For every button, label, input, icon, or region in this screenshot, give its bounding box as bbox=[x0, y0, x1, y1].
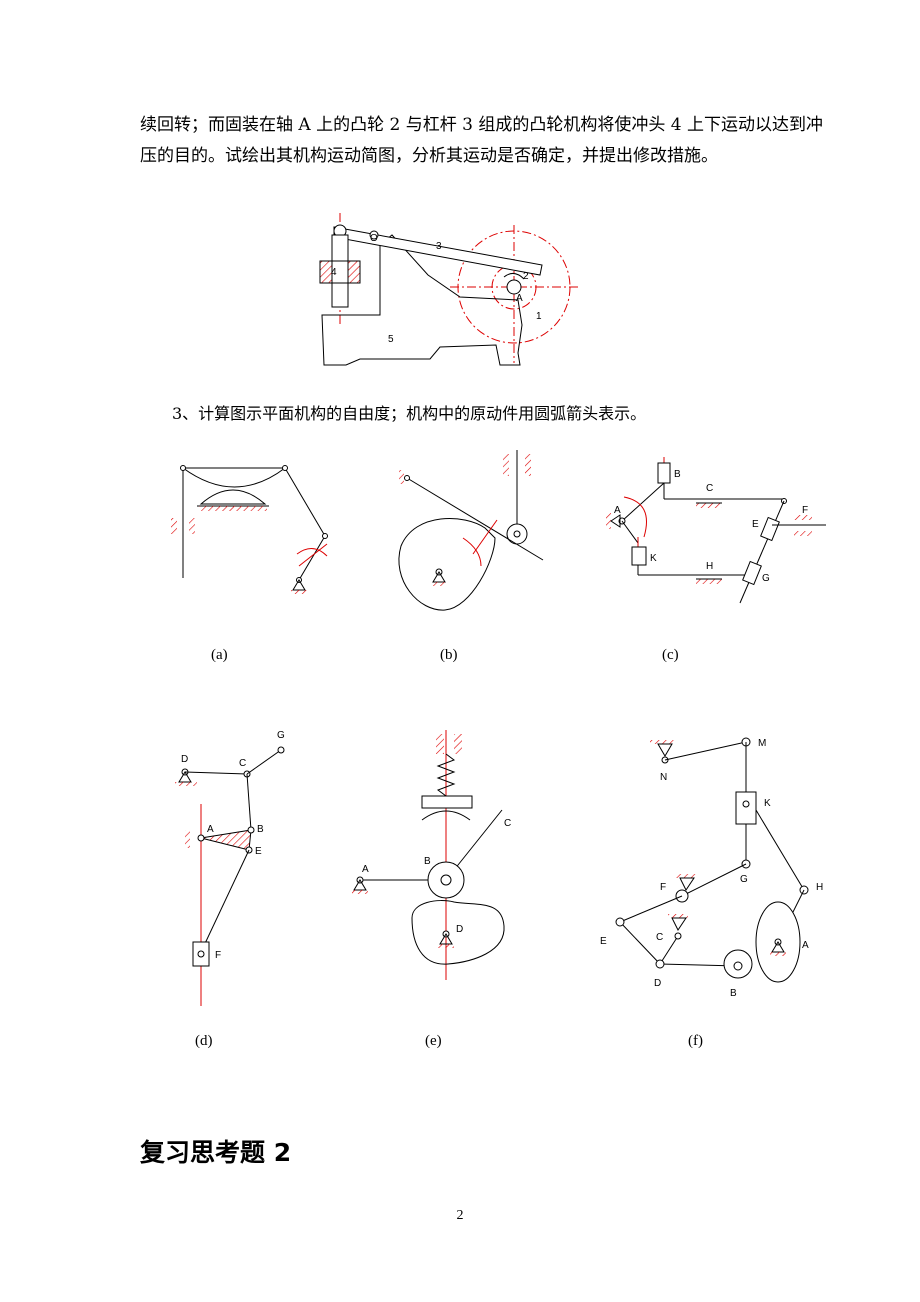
press-label-a: A bbox=[516, 293, 523, 304]
d-label-e: E bbox=[255, 846, 262, 857]
c-label-e: E bbox=[752, 519, 759, 530]
page-number: 2 bbox=[456, 1208, 464, 1223]
intro-line-2: 压的目的。试绘出其机构运动简图，分析其运动是否确定，并提出修改措施。 bbox=[140, 146, 718, 166]
section-heading: 复习思考题 2 bbox=[140, 1138, 292, 1167]
press-label-1: 1 bbox=[536, 311, 542, 322]
press-label-5: 5 bbox=[388, 334, 394, 345]
c-label-a: A bbox=[614, 505, 621, 516]
figure-c: B C A F E K H G bbox=[606, 457, 826, 604]
figure-a bbox=[171, 465, 328, 594]
d-label-g: G bbox=[277, 730, 285, 741]
f-label-d: D bbox=[654, 978, 661, 989]
figure-e: C B A D bbox=[352, 730, 511, 980]
f-label-k: K bbox=[764, 798, 771, 809]
e-label-c: C bbox=[504, 818, 511, 829]
figure-f: M N K G F H E C A D B bbox=[600, 737, 823, 999]
c-label-g: G bbox=[762, 573, 770, 584]
caption-c: (c) bbox=[662, 647, 679, 663]
d-label-a: A bbox=[207, 824, 214, 835]
press-label-4: 4 bbox=[331, 267, 337, 278]
f-label-h: H bbox=[816, 882, 823, 893]
c-label-b: B bbox=[674, 469, 681, 480]
f-label-c: C bbox=[656, 932, 663, 943]
c-label-h: H bbox=[706, 561, 713, 572]
e-label-d: D bbox=[456, 924, 463, 935]
f-label-a: A bbox=[802, 940, 809, 951]
f-label-e: E bbox=[600, 936, 607, 947]
f-label-f: F bbox=[660, 882, 666, 893]
caption-b: (b) bbox=[440, 647, 458, 663]
press-label-o: O bbox=[370, 233, 378, 244]
f-label-m: M bbox=[758, 738, 766, 749]
caption-f: (f) bbox=[688, 1033, 703, 1049]
d-label-f: F bbox=[215, 950, 221, 961]
f-label-b: B bbox=[730, 988, 737, 999]
caption-a: (a) bbox=[211, 647, 228, 663]
press-label-2: 2 bbox=[523, 271, 529, 282]
c-label-c: C bbox=[706, 483, 713, 494]
c-label-k: K bbox=[650, 553, 657, 564]
e-label-a: A bbox=[362, 864, 369, 875]
press-figure: O 3 4 5 2 A 1 bbox=[319, 213, 578, 366]
figure-d: G D C A B E F bbox=[175, 730, 285, 1006]
caption-d: (d) bbox=[195, 1033, 213, 1049]
question-3: 3、计算图示平面机构的自由度；机构中的原动件用圆弧箭头表示。 bbox=[172, 404, 647, 423]
intro-line-1: 续回转；而固装在轴 A 上的凸轮 2 与杠杆 3 组成的凸轮机构将使冲头 4 上… bbox=[140, 115, 823, 135]
c-label-f: F bbox=[802, 505, 808, 516]
press-label-3: 3 bbox=[436, 241, 442, 252]
f-label-g: G bbox=[740, 874, 748, 885]
d-label-d: D bbox=[181, 754, 188, 765]
f-label-n: N bbox=[660, 772, 667, 783]
d-label-b: B bbox=[257, 824, 264, 835]
d-label-c: C bbox=[239, 758, 246, 769]
caption-e: (e) bbox=[425, 1033, 442, 1049]
e-label-b: B bbox=[424, 856, 431, 867]
figure-b bbox=[398, 450, 544, 611]
